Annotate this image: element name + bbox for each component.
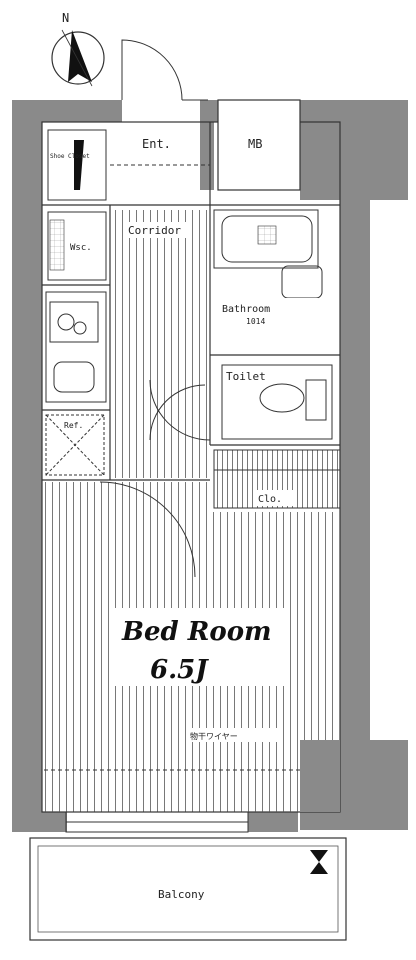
- corridor-label: Corridor: [128, 224, 181, 237]
- entrance-label: Ent.: [142, 137, 171, 151]
- shoe-closet: Shoe Closet: [47, 129, 107, 201]
- bedroom-size: 6.5J: [150, 655, 209, 685]
- bathroom: Bathroom 1014: [213, 209, 323, 326]
- balcony-window: [65, 811, 249, 833]
- bathroom-size: 1014: [246, 317, 265, 326]
- corridor-door-swing: [149, 379, 211, 441]
- toilet-label: Toilet: [226, 370, 266, 383]
- toilet-room: Toilet: [221, 364, 333, 440]
- corridor-floor: [112, 210, 208, 478]
- bedroom-label: Bed Room: [121, 617, 272, 647]
- bedroom-label-bg: [110, 608, 290, 686]
- meter-box-label: MB: [248, 137, 262, 151]
- refrigerator-space: Ref.: [45, 414, 105, 476]
- closet-label: Clo.: [258, 494, 282, 505]
- north-arrow-icon: N: [51, 11, 105, 87]
- balcony: Balcony: [29, 837, 347, 941]
- fixture-note: 物干ワイヤー: [190, 731, 238, 741]
- washer-space: Wsc.: [47, 211, 107, 281]
- kitchen-counter: [45, 291, 107, 403]
- meter-box: [217, 99, 301, 191]
- bedroom-door-swing: [99, 481, 196, 578]
- closet: Clo.: [213, 449, 341, 509]
- compass-label: N: [62, 11, 69, 25]
- shoe-closet-label: Shoe Closet: [50, 153, 90, 160]
- refrigerator-label: Ref.: [64, 421, 83, 430]
- bathroom-label: Bathroom: [222, 304, 270, 315]
- washer-label: Wsc.: [70, 243, 92, 253]
- pipe-shaft: [300, 740, 340, 812]
- balcony-label: Balcony: [158, 888, 205, 901]
- entrance-door: [121, 39, 208, 101]
